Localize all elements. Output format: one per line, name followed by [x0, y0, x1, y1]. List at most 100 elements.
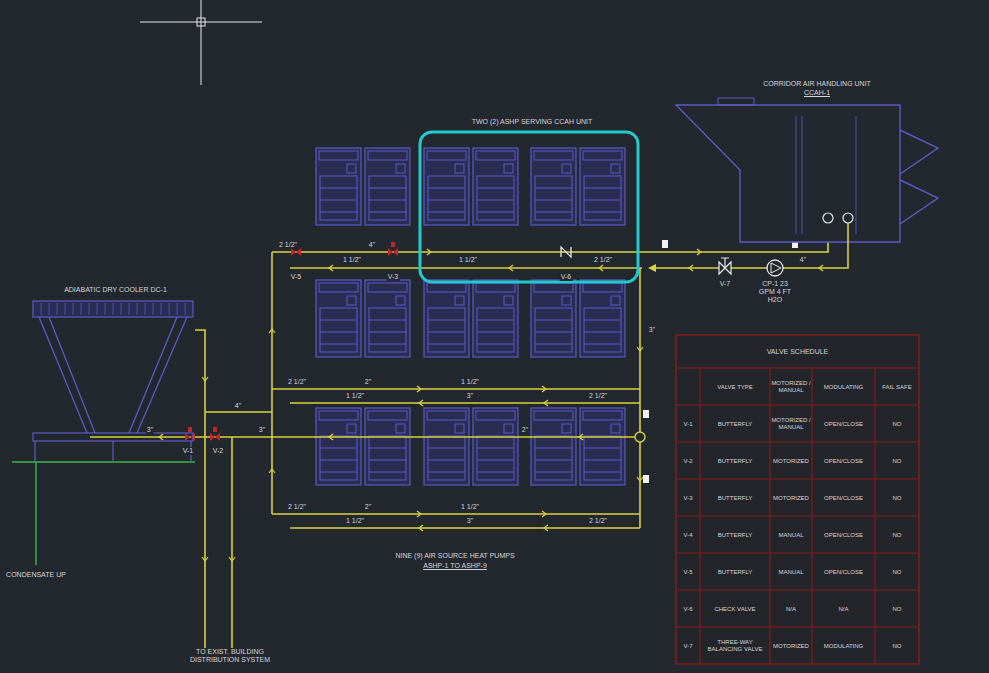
cabinet-grille	[320, 320, 357, 344]
cabinet-panel	[476, 151, 515, 160]
cabinet-panel	[504, 164, 513, 173]
node-heading: TWO (2) ASHP SERVING CCAH UNIT	[416, 117, 648, 126]
ahu-casing	[676, 105, 900, 242]
table-cell: V-1	[677, 420, 699, 427]
cabinet-grille	[428, 308, 465, 352]
cabinet-panel	[583, 283, 622, 292]
cabinet-panel	[319, 151, 358, 160]
cabinet-grille	[584, 320, 621, 344]
cabinet-panel	[347, 164, 356, 173]
table-cell: MODULATING	[814, 383, 874, 390]
cabinet-panel	[562, 164, 571, 173]
pipe-label: 1 1/2"	[342, 256, 362, 264]
cad-crosshair	[197, 18, 205, 26]
cabinet-grille	[477, 448, 514, 472]
pipe	[90, 436, 640, 438]
highlight-group: TWO (2) ASHP SERVING CCAH UNIT	[416, 112, 648, 286]
pipe-label: 1 1/2"	[345, 517, 365, 525]
cooler-coil	[39, 317, 187, 433]
pipe-connection	[843, 213, 853, 223]
pipe-label: 2"	[364, 503, 372, 511]
table-cell: CHECK VALVE	[702, 605, 768, 612]
table-cell: V-6	[677, 605, 699, 612]
valve-actuator	[721, 258, 729, 268]
cabinet-grille	[477, 308, 514, 352]
cabinet-grille	[320, 308, 357, 352]
pipe-label: 2 1/2"	[588, 517, 608, 525]
cabinet-grille	[477, 176, 514, 220]
pipe-label: 3"	[466, 517, 474, 525]
cabinet-panel	[534, 411, 573, 420]
pipe-label: 3"	[648, 326, 656, 334]
cabinet-panel	[319, 283, 358, 292]
cabinet-grille	[369, 176, 406, 220]
table-cell: MANUAL	[771, 568, 811, 575]
heat-pump-cabinet	[365, 408, 410, 485]
cabinet-panel	[583, 411, 622, 420]
cabinet-grille	[584, 176, 621, 220]
table-cell: VALVE TYPE	[702, 383, 768, 390]
butterfly-valve	[210, 427, 220, 441]
heat-pump-cabinet	[580, 280, 625, 357]
table-cell: NO	[876, 568, 918, 575]
table-cell: OPEN/CLOSE	[814, 531, 874, 538]
pipe-label: V-3	[387, 273, 400, 281]
pipe-label: V-5	[290, 273, 303, 281]
pipe-label: 2"	[521, 426, 529, 434]
cabinet-panel	[455, 424, 464, 433]
heat-pump-cabinet	[316, 408, 361, 485]
table-cell: MOTORIZED / MANUAL	[771, 380, 811, 394]
pump-symbol	[771, 263, 781, 273]
ahu-hood	[718, 98, 754, 105]
pipe-label: 3"	[466, 392, 474, 400]
table-cell: V-2	[677, 457, 699, 464]
cabinet-grille	[369, 320, 406, 344]
heat-pump-cabinet	[473, 148, 518, 225]
cabinet-panel	[368, 151, 407, 160]
table-cell: BUTTERFLY	[702, 531, 768, 538]
table-cell: BUTTERFLY	[702, 420, 768, 427]
check-valve	[561, 247, 571, 257]
heat-pump-cabinet	[365, 148, 410, 225]
pipe-label: V-1	[182, 447, 195, 455]
table-cell: MOTORIZED / MANUAL	[771, 417, 811, 431]
pipe-junction	[635, 432, 645, 442]
air-handling-unit: CORRIDOR AIR HANDLING UNITCCAH-1	[676, 76, 958, 248]
heat-pump-cabinet	[424, 280, 469, 357]
cabinet-panel	[504, 296, 513, 305]
pipe	[272, 252, 640, 528]
cabinet-panel	[611, 164, 620, 173]
cabinet-panel	[611, 296, 620, 305]
heat-pump-cabinet	[424, 148, 469, 225]
cabinet-grille	[428, 188, 465, 212]
cabinet-panel	[534, 283, 573, 292]
sensor-marker	[643, 475, 649, 483]
pipe-label: 1 1/2"	[345, 392, 365, 400]
cabinet-grille	[535, 308, 572, 352]
cabinet-grille	[320, 436, 357, 480]
note: NINE (9) AIR SOURCE HEAT PUMPS	[394, 552, 515, 560]
cabinet-grille	[428, 448, 465, 472]
pipe-label: 1 1/2"	[458, 256, 478, 264]
cabinet-panel	[396, 424, 405, 433]
cooler-grille	[41, 303, 185, 315]
table-cell: THREE-WAY BALANCING VALVE	[702, 639, 768, 653]
cooler-frame	[33, 301, 193, 317]
cabinet-panel	[583, 151, 622, 160]
cabinet-panel	[427, 283, 466, 292]
cabinet-panel	[562, 296, 571, 305]
heat-pump-cabinet	[531, 408, 576, 485]
pipe	[656, 248, 848, 268]
table-cell: NO	[876, 494, 918, 501]
pipe-label: V-6	[560, 273, 573, 281]
sensor-marker	[643, 410, 649, 418]
note: TO EXIST. BUILDING DISTRIBUTION SYSTEM	[173, 648, 287, 664]
table-cell: MODULATING	[814, 642, 874, 649]
highlight-group-outline	[416, 112, 648, 286]
cabinet-grille	[477, 320, 514, 344]
pipe-label: 4"	[234, 402, 242, 410]
pipe-label: 2 1/2"	[287, 378, 307, 386]
pipe	[290, 267, 642, 269]
cabinet-grille	[428, 320, 465, 344]
arrowhead	[648, 264, 656, 272]
